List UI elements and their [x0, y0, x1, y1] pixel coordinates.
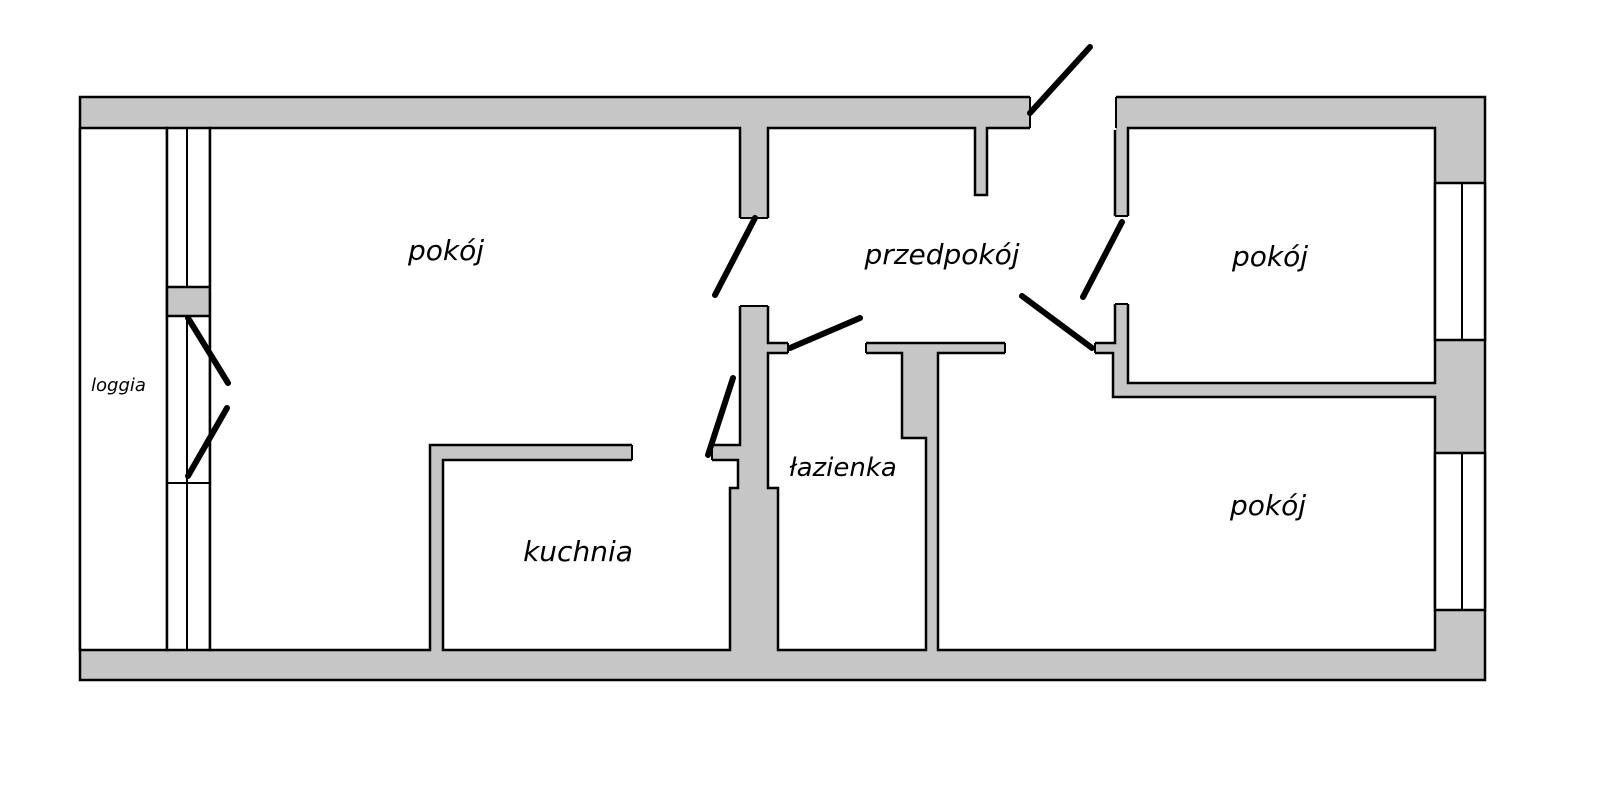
entrance-door-leaf: [1027, 44, 1093, 116]
bathroom: [766, 351, 928, 652]
label-loggia: loggia: [91, 375, 146, 396]
door-leaf-bedroom: [1019, 293, 1095, 351]
door-leaf-hall-bedroom: [1080, 219, 1125, 300]
bedroom-top-right: [1126, 126, 1437, 385]
loggia-door-leaf-top: [185, 315, 231, 386]
label-living-room: pokój: [407, 234, 484, 267]
label-bedroom-bottom-right: pokój: [1229, 489, 1306, 522]
kitchen: [441, 458, 740, 652]
hallway: [766, 126, 1117, 345]
bedroom-bottom-right: [936, 351, 1437, 652]
label-bedroom-top-right: pokój: [1231, 240, 1308, 273]
door-leaf-bathroom: [787, 315, 863, 351]
door-leaf-kitchen: [705, 375, 736, 458]
door-opening-hall-bedroom: [1113, 216, 1130, 304]
label-hallway: przedpokój: [863, 238, 1019, 271]
loggia-door-leaf-bottom: [185, 405, 230, 479]
window-top-right: [1433, 181, 1487, 342]
label-kitchen: kuchnia: [523, 535, 633, 568]
loggia-area: [78, 126, 169, 652]
door-opening-bathroom: [788, 341, 866, 355]
living-room: [208, 126, 742, 652]
door-opening-kitchen: [632, 443, 712, 462]
loggia-pillar: [165, 285, 212, 318]
label-bathroom: łazienka: [789, 453, 897, 483]
door-opening-bedroom: [1005, 341, 1095, 355]
window-bottom-right: [1433, 451, 1487, 612]
door-opening-living-hall: [738, 218, 770, 306]
loggia-window-strip: [165, 126, 212, 652]
door-leaf-living-hall: [712, 215, 758, 298]
